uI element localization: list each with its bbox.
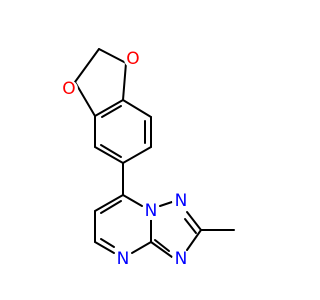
atom-o1: O bbox=[60, 79, 78, 99]
structure-diagram: O O N N N N bbox=[60, 48, 235, 269]
atom-n1: N bbox=[142, 201, 160, 221]
bond-n3-c3a bbox=[150, 241, 173, 258]
nitrogen-label-1: N bbox=[145, 201, 158, 221]
bond-c7a-c7 bbox=[122, 99, 152, 118]
bond-c2-n3 bbox=[186, 229, 202, 251]
bond-c7-c6p bbox=[94, 194, 124, 212]
bond-n4-c3a bbox=[131, 241, 152, 254]
bond-ch2-o2 bbox=[98, 48, 127, 64]
bond-n3-c3a-inner bbox=[154, 239, 170, 252]
atom-o2: O bbox=[124, 49, 142, 69]
nitrogen-label-2: N bbox=[175, 191, 188, 211]
bond-n2-c2-inner bbox=[184, 218, 197, 234]
bond-c5p-n4-inner bbox=[100, 238, 115, 248]
bond-c5-c4 bbox=[94, 146, 124, 164]
bond-o2-c7a bbox=[122, 62, 127, 101]
bond-ch2-o1 bbox=[74, 48, 100, 83]
atom-n4: N bbox=[114, 249, 132, 269]
oxygen-label-2: O bbox=[126, 49, 139, 69]
bond-c3a-c7a bbox=[94, 99, 124, 117]
atom-n3: N bbox=[172, 249, 190, 269]
bond-c7-c6p-inner bbox=[100, 200, 122, 214]
bond-o1-c3a bbox=[74, 81, 96, 117]
bond-n1-c7 bbox=[122, 194, 143, 207]
bond-c5-c4-inner bbox=[100, 144, 122, 158]
atom-n2: N bbox=[172, 191, 190, 211]
bond-c5p-n4 bbox=[94, 241, 115, 254]
oxygen-label-1: O bbox=[62, 79, 75, 99]
bond-c6-c5 bbox=[122, 146, 152, 164]
bond-c3a-c7a-inner bbox=[101, 105, 122, 118]
nitrogen-label-4: N bbox=[117, 249, 130, 269]
nitrogen-label-3: N bbox=[175, 249, 188, 269]
molecule-canvas: O O N N N N bbox=[60, 48, 235, 269]
bond-n1-n2 bbox=[159, 201, 173, 207]
bond-n2-c2 bbox=[186, 211, 202, 231]
